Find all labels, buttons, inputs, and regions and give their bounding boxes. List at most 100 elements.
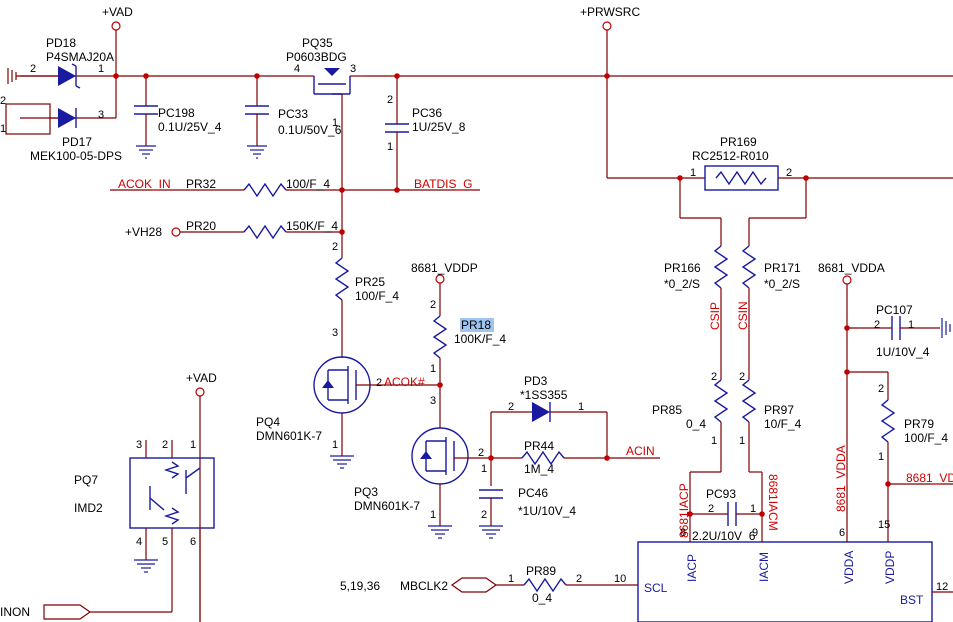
pr25-resistor: 2 3 PR25 100/F_4 [332, 190, 399, 358]
pc93-capacitor: 2 1 PC93 2.2U/10V_6 8681IACP 8681IACM [677, 474, 780, 543]
pr169-ref: PR169 [720, 135, 757, 149]
vad-top-label: +VAD [102, 5, 133, 19]
svg-text:2: 2 [387, 94, 393, 106]
pr20-value: 150K/F_4 [286, 219, 338, 233]
pr169-value: RC2512-R010 [692, 149, 769, 163]
svg-text:6: 6 [839, 527, 845, 539]
vdda-label: 8681_VDDA [818, 261, 885, 275]
pc198-capacitor: PC198 0.1U/25V_4 [134, 76, 222, 159]
svg-text:2: 2 [162, 439, 168, 451]
prwsrc-terminal: +PRWSRC [580, 5, 640, 31]
acin-label: ACIN [626, 444, 655, 458]
vddp-label: 8681_VDDP [411, 261, 478, 275]
svg-text:4: 4 [294, 63, 300, 75]
svg-text:1: 1 [690, 167, 696, 179]
acok-n-label: ACOK# [384, 375, 425, 389]
pc198-value: 0.1U/25V_4 [158, 120, 222, 134]
pr18-resistor: 8681_VDDP 2 1 PR18 100K/F_4 [411, 261, 506, 428]
svg-text:3: 3 [350, 63, 356, 75]
svg-text:1: 1 [908, 319, 914, 331]
pd3-ref: PD3 [524, 374, 548, 388]
vh28-label: +VH28 [125, 225, 162, 239]
pq35-ref: PQ35 [302, 36, 333, 50]
inon-port: INON [0, 604, 172, 620]
pd17-diode: 2 1 3 PD17 MEK100-05-DPS [0, 95, 122, 163]
svg-text:1: 1 [332, 439, 338, 451]
svg-text:1: 1 [508, 573, 514, 585]
pr44-value: 1M_4 [524, 462, 554, 476]
pc93-ref: PC93 [706, 487, 736, 501]
pc36-value: 1U/25V_8 [412, 120, 466, 134]
pr171-value: *0_2/S [764, 277, 800, 291]
prwsrc-label: +PRWSRC [580, 5, 640, 19]
charger-ic: 8 9 6 15 IACP IACM VDDA VDDP SCL BST 12 [637, 519, 953, 622]
vdda-network: 8681_VDDA 2 1 PC107 1U/10V_4 2 1 PR79 10… [818, 261, 953, 542]
inon-label: INON [0, 605, 30, 619]
svg-text:2: 2 [0, 95, 6, 107]
pr169-sense-resistor: 1 2 PR169 RC2512-R010 [679, 135, 807, 219]
svg-text:12: 12 [936, 581, 948, 593]
pr20-ref: PR20 [186, 219, 216, 233]
svg-text:1: 1 [0, 123, 6, 135]
vd-right-label: 8681_VD [906, 471, 953, 485]
iacm-net-label: 8681IACM [766, 474, 780, 531]
mbclk2-net: 5,19,36 MBCLK2 1 2 10 PR89 0_4 [340, 564, 638, 605]
svg-text:3: 3 [98, 109, 104, 121]
pq7-transistor-pair: +VAD 3 2 1 4 5 6 PQ7 IMD2 [74, 371, 217, 622]
svg-text:15: 15 [878, 519, 890, 531]
pr44-ref: PR44 [524, 439, 554, 453]
vad-mid-label: +VAD [186, 371, 217, 385]
svg-text:3: 3 [136, 439, 142, 451]
pc36-capacitor: 2 1 PC36 1U/25V_8 [385, 76, 466, 190]
pd17-ref: PD17 [62, 135, 92, 149]
svg-text:2: 2 [576, 573, 582, 585]
svg-text:1: 1 [190, 439, 196, 451]
pr32-value: 100/F_4 [286, 177, 330, 191]
svg-text:1: 1 [481, 463, 487, 475]
pr18-ref: PR18 [461, 318, 491, 332]
pr166-ref: PR166 [664, 261, 701, 275]
pr171-ref: PR171 [764, 261, 801, 275]
svg-text:2: 2 [376, 377, 382, 389]
pr25-value: 100/F_4 [355, 289, 399, 303]
svg-text:2: 2 [481, 509, 487, 521]
svg-text:2: 2 [430, 299, 436, 311]
pc33-value: 0.1U/50V_6 [278, 123, 342, 137]
pr18-value: 100K/F_4 [454, 332, 506, 346]
pr85-value: 0_4 [686, 417, 706, 431]
pc107-value: 1U/10V_4 [876, 345, 930, 359]
pin-scl: SCL [644, 581, 668, 595]
svg-text:2: 2 [739, 371, 745, 383]
pc46-value: *1U/10V_4 [518, 504, 576, 518]
pc33-capacitor: PC33 0.1U/50V_6 [245, 76, 342, 159]
pin-iacp: IACP [685, 554, 699, 582]
svg-text:1: 1 [332, 117, 338, 129]
pd18-ref: PD18 [46, 36, 76, 50]
pc46-ref: PC46 [518, 486, 548, 500]
svg-text:1: 1 [711, 435, 717, 447]
pin-vddp: VDDP [883, 551, 897, 584]
pc33-ref: PC33 [278, 107, 308, 121]
svg-text:1: 1 [578, 401, 584, 413]
iacp-net-label: 8681IACP [677, 483, 691, 538]
pin-iacm: IACM [757, 552, 771, 582]
svg-text:9: 9 [752, 527, 758, 539]
pc46-capacitor: 1 2 PC46 *1U/10V_4 [479, 463, 576, 539]
pr20-resistor-net: +VH28 PR20 150K/F_4 [125, 219, 342, 240]
pd3-value: *1SS355 [520, 388, 568, 402]
pc198-ref: PC198 [158, 106, 195, 120]
pr32-resistor-net: ACOK_IN PR32 100/F_4 BATDIS_G [110, 177, 480, 198]
svg-text:5: 5 [162, 536, 168, 548]
svg-text:3: 3 [332, 327, 338, 339]
pr89-value: 0_4 [532, 591, 552, 605]
csin-label: CSIN [736, 301, 750, 330]
pq4-value: DMN601K-7 [256, 429, 322, 443]
pc36-ref: PC36 [412, 106, 442, 120]
pc93-value: 2.2U/10V_6 [692, 529, 756, 543]
svg-text:2: 2 [786, 167, 792, 179]
pin-vdda: VDDA [842, 551, 856, 584]
svg-text:1: 1 [750, 503, 756, 515]
pq7-value: IMD2 [74, 501, 103, 515]
pd18-diode: 2 1 PD18 P4SMAJ20A [7, 36, 114, 89]
svg-text:2: 2 [708, 503, 714, 515]
